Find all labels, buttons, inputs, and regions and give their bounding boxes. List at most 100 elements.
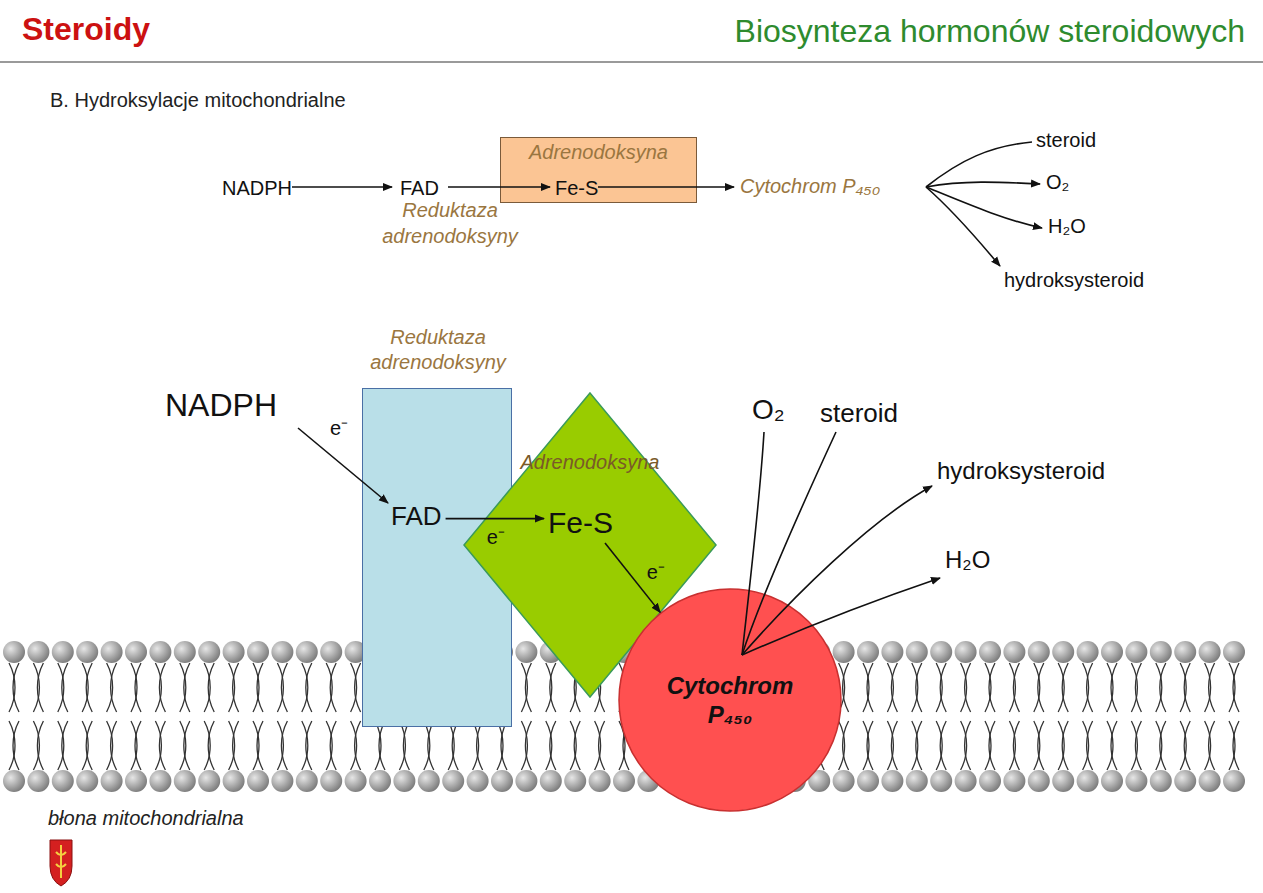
lipid-tail — [1087, 721, 1093, 770]
lipid-tail — [887, 721, 893, 770]
lipid-tail — [330, 663, 336, 712]
electron-arrow — [446, 518, 544, 520]
lipid-head — [1003, 770, 1025, 792]
lipid-tail — [229, 721, 235, 770]
lipid-tail — [403, 721, 409, 770]
lipid-tail — [1009, 663, 1015, 712]
lipid-tail — [180, 663, 186, 712]
lipid-tail — [204, 721, 210, 770]
lipid-tail — [961, 663, 967, 712]
electron-label: e⁻ — [330, 416, 348, 440]
lipid-tail — [1087, 663, 1093, 712]
lipid-tail — [1038, 663, 1044, 712]
lipid-head — [979, 770, 1001, 792]
product-label: hydroksysteroid — [1004, 268, 1144, 292]
lipid-tail — [452, 721, 458, 770]
substrate-label: O₂ — [752, 393, 785, 427]
lipid-tail — [86, 663, 92, 712]
lipid-tail — [86, 721, 92, 770]
lipid-tail — [1156, 721, 1162, 770]
lipid-tail — [546, 663, 552, 712]
lipid-tail — [355, 721, 361, 770]
lipid-tail — [277, 721, 283, 770]
lipid-tail — [1209, 721, 1215, 770]
lipid-tail — [9, 721, 15, 770]
lipid-head — [1028, 641, 1050, 663]
top-scheme-arrows — [292, 142, 1042, 266]
lipid-head — [101, 770, 123, 792]
lipid-tail — [936, 663, 942, 712]
lipid-tail — [37, 663, 43, 712]
lipid-tail — [916, 663, 922, 712]
lipid-head — [27, 770, 49, 792]
lipid-tail — [1131, 721, 1137, 770]
lipid-tail — [1034, 663, 1040, 712]
lipid-tail — [111, 663, 117, 712]
lipid-head — [52, 770, 74, 792]
lipid-tail — [1160, 721, 1166, 770]
lipid-tail — [477, 721, 483, 770]
lipid-tail — [965, 721, 971, 770]
lipid-tail — [574, 721, 580, 770]
lipid-tail — [916, 721, 922, 770]
lipid-tail — [1083, 663, 1089, 712]
lipid-head — [955, 641, 977, 663]
lipid-tail — [281, 721, 287, 770]
lipid-head — [442, 770, 464, 792]
lipid-tail — [1034, 721, 1040, 770]
lipid-tail — [940, 663, 946, 712]
lipid-tail — [184, 663, 190, 712]
lipid-head — [125, 770, 147, 792]
lipid-head — [1150, 770, 1172, 792]
lipid-tail — [1205, 721, 1211, 770]
lipid-head — [589, 770, 611, 792]
lipid-tail — [448, 721, 454, 770]
lipid-tail — [1038, 721, 1044, 770]
node-text: Fe-S — [555, 176, 598, 200]
logo-shield — [50, 840, 72, 886]
product-label: hydroksysteroid — [937, 457, 1105, 486]
lipid-head — [3, 641, 25, 663]
lipid-head — [515, 770, 537, 792]
lipid-head — [1174, 641, 1196, 663]
lipid-head — [930, 770, 952, 792]
lipid-head — [979, 641, 1001, 663]
product-label: H₂O — [1048, 214, 1086, 238]
lipid-head — [76, 641, 98, 663]
lipid-head — [1125, 641, 1147, 663]
lipid-tail — [863, 663, 869, 712]
lipid-head — [1052, 641, 1074, 663]
lipid-tail — [302, 721, 308, 770]
lipid-tail — [351, 721, 357, 770]
lipid-tail — [204, 663, 210, 712]
enzyme-label: Reduktaza adrenodoksyny — [365, 197, 535, 249]
lipid-tail — [1180, 663, 1186, 712]
lipid-tail — [155, 721, 161, 770]
lipid-head — [955, 770, 977, 792]
lipid-tail — [1009, 721, 1015, 770]
lipid-tail — [62, 721, 68, 770]
lipid-tail — [940, 721, 946, 770]
lipid-tail — [62, 663, 68, 712]
lipid-head — [320, 641, 342, 663]
lipid-tail — [9, 663, 15, 712]
lipid-tail — [1013, 663, 1019, 712]
lipid-tail — [13, 721, 19, 770]
lipid-tail — [1229, 721, 1235, 770]
lipid-head — [881, 770, 903, 792]
lipid-head — [3, 770, 25, 792]
lipid-head — [1003, 641, 1025, 663]
node-heading: Adrenodoksyna — [463, 450, 717, 474]
lipid-tail — [989, 721, 995, 770]
lipid-tail — [424, 721, 430, 770]
lipid-head — [125, 641, 147, 663]
lipid-tail — [1135, 721, 1141, 770]
lipid-head — [223, 641, 245, 663]
circle-shape — [619, 589, 841, 811]
lipid-tail — [1184, 721, 1190, 770]
lipid-head — [613, 770, 635, 792]
lipid-tail — [521, 721, 527, 770]
lipid-head — [1077, 770, 1099, 792]
lipid-tail — [1160, 663, 1166, 712]
lipid-head — [564, 770, 586, 792]
